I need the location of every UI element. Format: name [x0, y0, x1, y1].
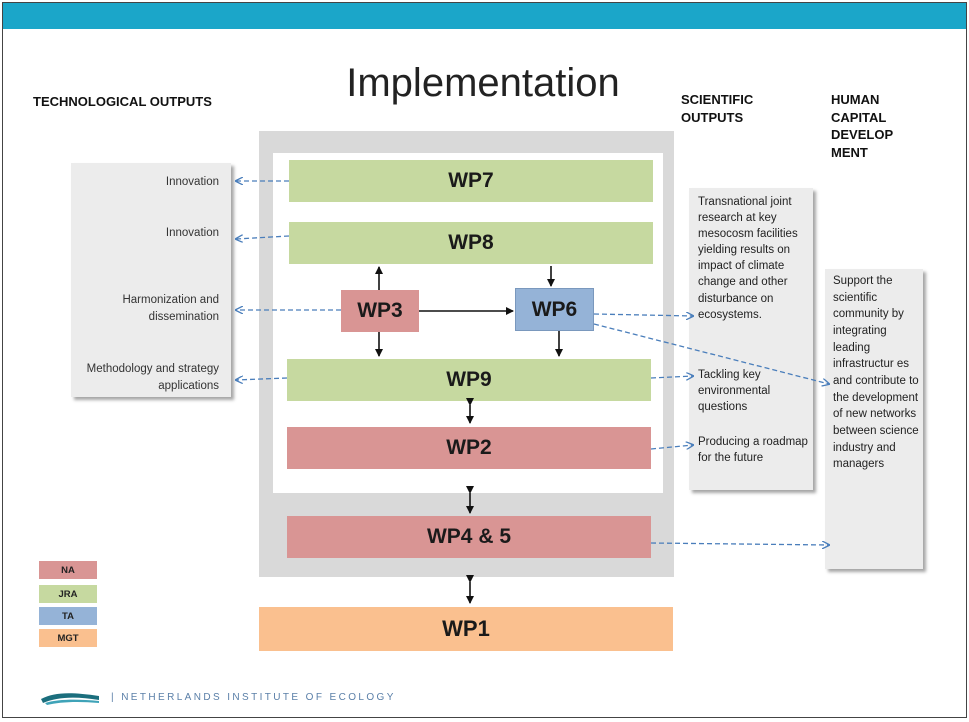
- scientific-outputs-panel: Transnational joint research at key meso…: [689, 188, 813, 490]
- wp8-box: WP8: [289, 222, 653, 264]
- slide-title: Implementation: [346, 61, 620, 105]
- wp4-5-box: WP4 & 5: [287, 516, 651, 558]
- top-accent-bar: [3, 3, 966, 29]
- technological-outputs-panel: Innovation Innovation Harmonization and …: [71, 163, 231, 397]
- wp7-box: WP7: [289, 160, 653, 202]
- connector-arrows: [3, 3, 967, 604]
- wp6-box: WP6: [515, 288, 594, 331]
- human-capital-panel: Support the scientific community by inte…: [825, 269, 923, 569]
- wp3-box: WP3: [341, 290, 419, 332]
- footer-institute-name: | NETHERLANDS INSTITUTE OF ECOLOGY: [111, 692, 396, 703]
- scientific-outputs-heading: SCIENTIFIC OUTPUTS: [681, 92, 754, 125]
- sci-output-roadmap: Producing a roadmap for the future: [698, 436, 808, 465]
- legend-ta: TA: [39, 607, 97, 625]
- human-capital-text: Support the scientific community by inte…: [833, 275, 919, 471]
- arrow-wp9-tackling: [650, 376, 693, 378]
- wp9-box: WP9: [287, 359, 651, 401]
- tech-output-innovation-2: Innovation: [165, 227, 219, 239]
- arrow-wp45-human-capital: [650, 543, 829, 545]
- sci-output-transnational: Transnational joint research at key meso…: [698, 196, 798, 321]
- arrow-wp2-roadmap: [650, 445, 693, 450]
- legend-na: NA: [39, 561, 97, 579]
- wp1-box: WP1: [259, 607, 673, 651]
- sci-output-tackling: Tackling key environmental questions: [698, 369, 771, 414]
- tech-output-innovation-1: Innovation: [165, 176, 219, 188]
- arrow-wp6-transnational: [593, 314, 693, 316]
- wp2-box: WP2: [287, 427, 651, 469]
- legend-jra: JRA: [39, 585, 97, 603]
- arrow-wp6-human-capital: [593, 323, 829, 384]
- arrow-wp8-innovation: [236, 236, 290, 239]
- arrow-wp9-methodology: [236, 378, 288, 380]
- tech-output-methodology: Methodology and strategy applications: [86, 363, 219, 392]
- technological-outputs-heading: TECHNOLOGICAL OUTPUTS: [33, 94, 212, 109]
- institute-logo: [41, 693, 99, 705]
- legend-mgt: MGT: [39, 629, 97, 647]
- tech-output-harmonization: Harmonization and dissemination: [122, 294, 219, 323]
- human-capital-heading: HUMAN CAPITAL DEVELOP MENT: [831, 92, 893, 160]
